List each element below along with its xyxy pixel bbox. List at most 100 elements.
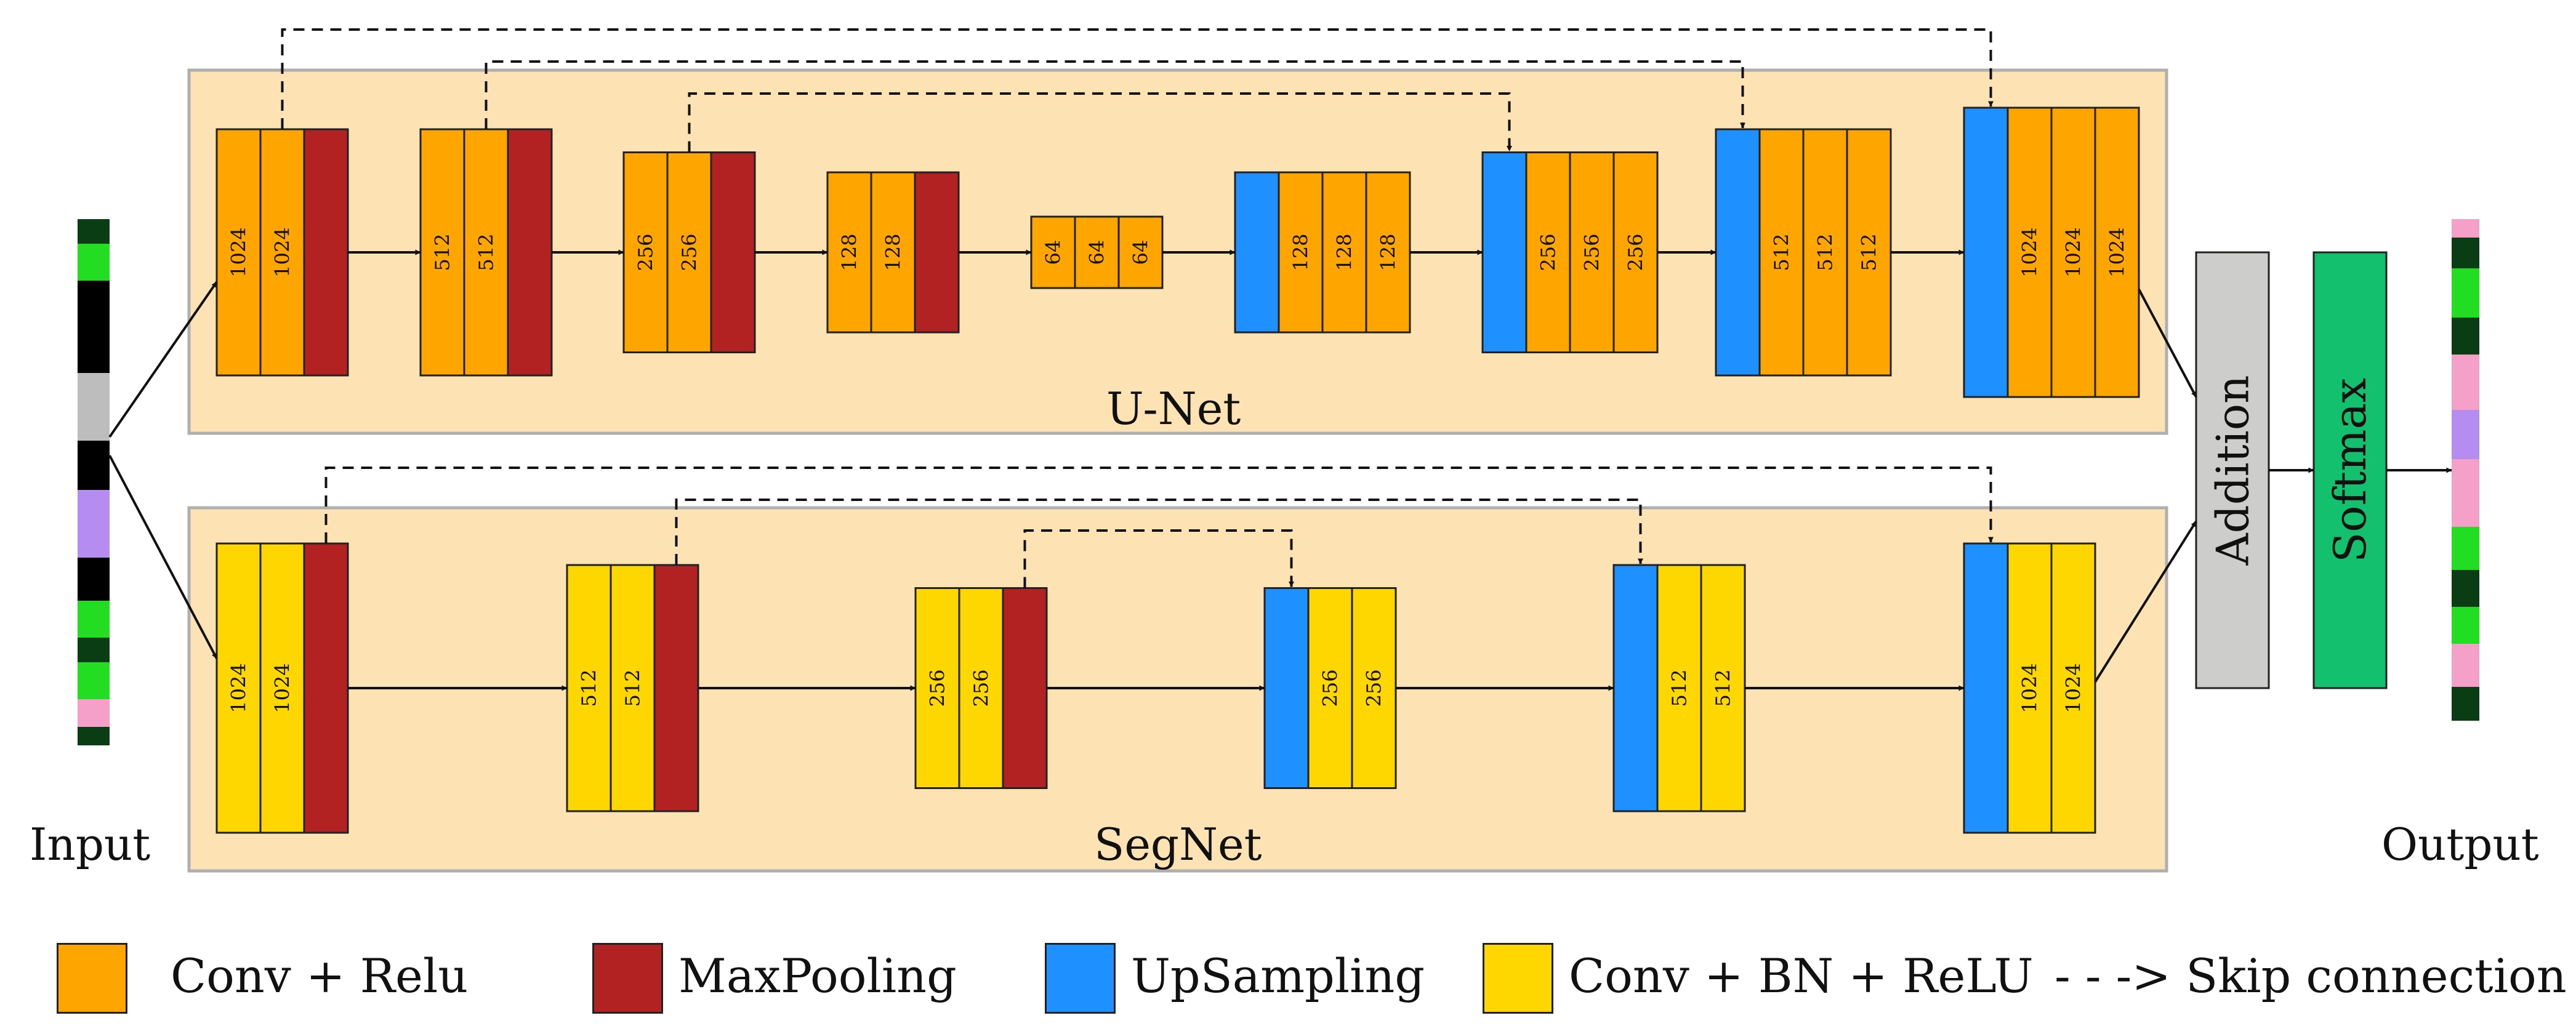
unet-enc-block-1-pool-2 [507, 128, 553, 377]
unet-dec-block-0-channel-label: 128 [1289, 233, 1313, 271]
unet-dec-block-1-conv-1 [1525, 151, 1571, 353]
unet-enc-block-2-pool-2 [710, 151, 756, 353]
unet-dec-block-2-upsample-0 [1715, 128, 1761, 377]
segnet-enc-block-2-conv-bn-1 [958, 587, 1004, 789]
unet-dec-block-1-channel-label: 256 [1580, 233, 1604, 271]
unet-dec-block-3-conv-1 [2006, 106, 2053, 398]
segnet-enc-block-1-pool-2 [653, 564, 699, 812]
unet-dec-block-3-channel-label: 1024 [2105, 227, 2129, 278]
unet-dec-block-3-channel-label: 1024 [2018, 227, 2042, 278]
input-image-segment [78, 219, 110, 244]
segnet-dec-block-0-channel-label: 256 [1362, 669, 1386, 707]
segnet-dec-block-2-conv-bn-2 [2050, 542, 2096, 834]
segnet-dec-block-0-channel-label: 256 [1318, 669, 1342, 707]
addition-box [2195, 251, 2270, 689]
input-image-segment [78, 244, 110, 281]
output-image [2452, 219, 2479, 721]
unet-dec-block-0-channel-label: 128 [1332, 233, 1356, 271]
segnet-skip-connection [675, 499, 1643, 565]
unet-dec-block-1-conv-3 [1612, 151, 1659, 353]
input-image-segment [78, 601, 110, 638]
unet-dec-block-3-upsample-0 [1963, 106, 2009, 398]
segnet-dec-block-2-upsample-0 [1963, 542, 2009, 834]
legend-conv-bn-relu-swatch [1483, 943, 1553, 1014]
input-image-segment [78, 490, 110, 558]
input-to-segnet-arrow [108, 455, 218, 659]
segnet-enc-block-1-conv-bn-1 [610, 564, 656, 812]
output-image-segment [2452, 459, 2479, 527]
input-label: Input [30, 819, 151, 870]
unet-enc-block-1-channel-label: 512 [430, 233, 454, 271]
unet-enc-block-2-conv-0 [622, 151, 669, 353]
unet-dec-block-1-channel-label: 256 [1624, 233, 1648, 271]
unet-enc-block-3-pool-2 [914, 171, 960, 334]
unet-enc-block-1-conv-1 [463, 128, 509, 377]
unet-dec-block-2-conv-1 [1758, 128, 1805, 377]
segnet-enc-block-0-conv-bn-0 [215, 542, 262, 834]
segnet-enc-block-1-channel-label: 512 [621, 669, 645, 707]
input-image-segment [78, 373, 110, 441]
unet-enc-block-3-conv-1 [870, 171, 916, 334]
segnet-enc-block-2-channel-label: 256 [925, 669, 949, 707]
unet-skip-connection [688, 92, 1512, 153]
unet-enc-block-1-channel-label: 512 [474, 233, 498, 271]
unet-enc-block-4-channel-label: 64 [1041, 239, 1065, 265]
legend-skip-connection-label: - - -> Skip connection [2055, 948, 2567, 1003]
unet-dec-block-1-channel-label: 256 [1536, 233, 1560, 271]
unet-dec-block-2-conv-3 [1846, 128, 1892, 377]
output-image-segment [2452, 318, 2479, 355]
segnet-enc-block-0-channel-label: 1024 [227, 663, 251, 713]
softmax-label: Softmax [2324, 377, 2377, 563]
unet-dec-block-0-conv-3 [1365, 171, 1411, 334]
unet-enc-block-2-conv-1 [666, 151, 712, 353]
unet-enc-block-4-conv-2 [1117, 215, 1164, 289]
unet-skip-connection [485, 60, 1745, 129]
input-image-segment [78, 558, 110, 601]
segnet-enc-block-2-channel-label: 256 [969, 669, 993, 707]
segnet-enc-block-0-pool-2 [303, 542, 349, 834]
segnet-dec-block-1-conv-bn-2 [1700, 564, 1746, 812]
unet-enc-block-4-channel-label: 64 [1129, 239, 1153, 265]
unet-dec-block-0-channel-label: 128 [1376, 233, 1400, 271]
unet-enc-block-0-channel-label: 1024 [227, 227, 251, 278]
input-image-segment [78, 638, 110, 662]
output-image-segment [2452, 527, 2479, 570]
unet-dec-block-2-channel-label: 512 [1769, 233, 1793, 271]
segnet-enc-block-2-pool-2 [1002, 587, 1048, 789]
unet-enc-block-0-conv-0 [215, 128, 262, 377]
legend-conv-relu-label: Conv + Relu [171, 948, 469, 1003]
input-image-segment [78, 281, 110, 373]
unet-enc-block-3-channel-label: 128 [881, 233, 905, 271]
input-image-segment [78, 727, 110, 745]
segnet-dec-block-1-channel-label: 512 [1667, 669, 1691, 707]
unet-dec-block-1-upsample-0 [1481, 151, 1527, 353]
segnet-enc-block-1-conv-bn-0 [566, 564, 612, 812]
input-image-segment [78, 441, 110, 490]
segnet-skip-connection [324, 467, 1994, 543]
addition-label: Addition [2206, 375, 2258, 566]
segnet-dec-block-2-channel-label: 1024 [2018, 663, 2042, 713]
legend-conv-bn-relu-label: Conv + BN + ReLU [1569, 948, 2034, 1003]
input-image-segment [78, 662, 110, 699]
unet-dec-block-2-conv-2 [1802, 128, 1848, 377]
output-label: Output [2381, 819, 2539, 870]
input-to-unet-arrow [108, 281, 218, 438]
output-image-segment [2452, 644, 2479, 687]
output-image-segment [2452, 687, 2479, 721]
output-image-segment [2452, 268, 2479, 318]
output-image-segment [2452, 219, 2479, 238]
segnet-title: SegNet [1094, 819, 1262, 870]
unet-dec-block-0-upsample-0 [1234, 171, 1280, 334]
output-image-segment [2452, 570, 2479, 607]
unet-dec-block-2-channel-label: 512 [1813, 233, 1837, 271]
segnet-dec-block-0-conv-bn-2 [1351, 587, 1397, 789]
segnet-dec-block-2-channel-label: 1024 [2061, 663, 2085, 713]
unet-enc-block-0-pool-2 [303, 128, 349, 377]
segnet-dec-block-0-conv-bn-1 [1307, 587, 1353, 789]
legend-maxpooling-label: MaxPooling [678, 948, 957, 1003]
segnet-dec-block-1-channel-label: 512 [1711, 669, 1735, 707]
output-image-segment [2452, 410, 2479, 459]
segnet-dec-block-1-upsample-0 [1612, 564, 1659, 812]
segnet-enc-block-0-conv-bn-1 [259, 542, 305, 834]
